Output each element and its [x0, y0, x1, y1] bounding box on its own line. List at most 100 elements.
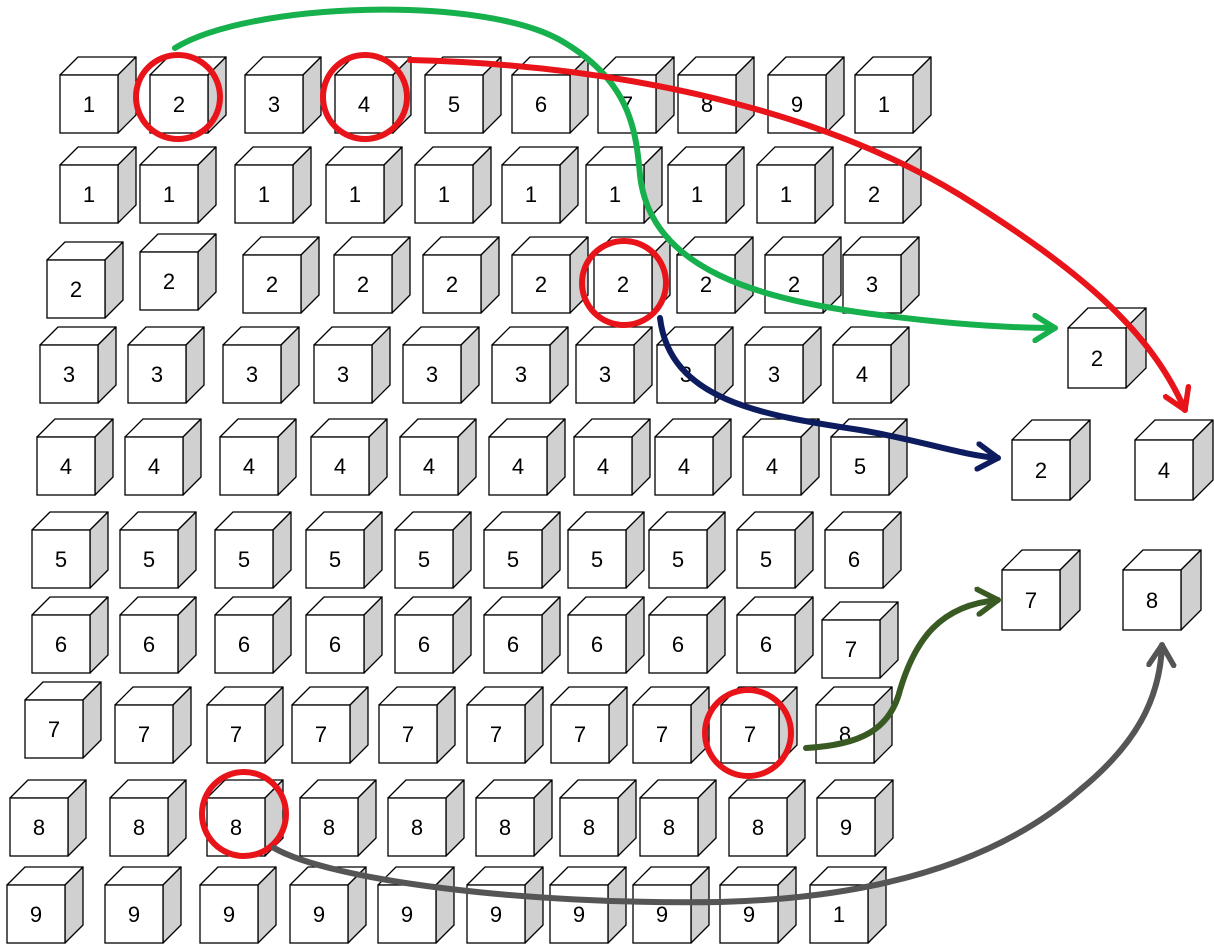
grid-cube-r9-c2: 8 — [109, 779, 187, 857]
cube-front-face — [119, 614, 179, 674]
cube-front-face — [1011, 439, 1071, 501]
cube-label: 1 — [878, 92, 890, 117]
grid-cube-r2-c8: 1 — [667, 146, 745, 224]
arrow-green — [172, 6, 1058, 328]
grid-cube-r4-c4: 3 — [313, 326, 391, 404]
cube-front-face — [59, 74, 119, 134]
cube-label: 1 — [438, 182, 450, 207]
cube-label: 2 — [266, 272, 278, 297]
cube-front-face — [334, 74, 394, 134]
highlight-circle-4 — [320, 52, 410, 142]
grid-cube-r5-c1: 4 — [36, 418, 114, 496]
cube-label: 1 — [83, 92, 95, 117]
cube-front-face — [214, 529, 274, 589]
grid-cube-r10-c6: 9 — [466, 866, 544, 944]
cube-front-face — [632, 704, 692, 764]
cube-label: 3 — [866, 272, 878, 297]
cube-label: 5 — [760, 547, 772, 572]
cube-front-face — [475, 797, 535, 857]
grid-cube-r6-c1: 5 — [31, 511, 109, 589]
grid-cube-r7-c7: 6 — [567, 596, 645, 674]
grid-cube-r4-c8: 3 — [656, 326, 734, 404]
grid-cube-r3-c10: 3 — [842, 236, 920, 314]
grid-cube-r6-c3: 5 — [214, 511, 292, 589]
cube-label: 6 — [672, 632, 684, 657]
cube-front-face — [36, 436, 96, 496]
cube-label: 2 — [446, 272, 458, 297]
cube-label: 1 — [349, 182, 361, 207]
cube-front-face — [736, 529, 796, 589]
cube-front-face — [127, 344, 187, 404]
cube-front-face — [736, 614, 796, 674]
cube-front-face — [124, 436, 184, 496]
highlight-circles — [133, 52, 794, 859]
cube-label: 8 — [133, 815, 145, 840]
cube-label: 6 — [591, 632, 603, 657]
cube-label: 9 — [573, 902, 585, 927]
arrow-red — [407, 57, 1185, 413]
cube-label: 4 — [358, 92, 370, 117]
grid-cube-r6-c2: 5 — [119, 511, 197, 589]
grid-cube-r8-c1: 7 — [24, 681, 102, 759]
cube-front-face — [501, 164, 561, 224]
highlight-circle-2-row3 — [579, 238, 669, 328]
cube-front-face — [291, 704, 351, 764]
cube-label: 6 — [55, 632, 67, 657]
cube-label: 6 — [535, 92, 547, 117]
cube-label: 4 — [60, 454, 72, 479]
grid-cube-r10-c3: 9 — [199, 866, 277, 944]
cube-label: 4 — [1158, 458, 1170, 483]
cube-label: 4 — [766, 454, 778, 479]
grid-cube-r7-c2: 6 — [119, 596, 197, 674]
cube-label: 4 — [597, 454, 609, 479]
cube-front-face — [299, 797, 359, 857]
cube-front-face — [378, 704, 438, 764]
selected-cube-4: 4 — [1134, 419, 1214, 501]
grid-cube-r6-c8: 5 — [648, 511, 726, 589]
cube-label: 2 — [1091, 346, 1103, 371]
cube-label: 3 — [768, 362, 780, 387]
cube-label: 7 — [744, 722, 756, 747]
cube-label: 2 — [163, 269, 175, 294]
cube-label: 9 — [401, 902, 413, 927]
cube-label: 6 — [238, 632, 250, 657]
grid-cube-r9-c5: 8 — [387, 779, 465, 857]
cube-label: 3 — [515, 362, 527, 387]
selected-cube-2-lower: 2 — [1011, 419, 1091, 501]
grid-cube-r3-c8: 2 — [676, 236, 754, 314]
grid-cube-r9-c1: 8 — [9, 779, 87, 857]
cube-front-face — [511, 254, 571, 314]
cube-label: 5 — [329, 547, 341, 572]
cube-label: 3 — [599, 362, 611, 387]
cube-label: 8 — [583, 815, 595, 840]
selected-cube-7: 7 — [1001, 549, 1081, 631]
cube-front-face — [59, 164, 119, 224]
grid-cube-r5-c3: 4 — [219, 418, 297, 496]
cube-label: 5 — [672, 547, 684, 572]
cube-front-face — [119, 529, 179, 589]
grid-cube-r7-c5: 6 — [394, 596, 472, 674]
cube-label: 6 — [329, 632, 341, 657]
cube-front-face — [305, 529, 365, 589]
grid-cube-r3-c1: 2 — [46, 241, 124, 319]
grid-cube-r4-c1: 3 — [39, 326, 117, 404]
grid-cube-r3-c6: 2 — [511, 236, 589, 314]
cube-label: 5 — [238, 547, 250, 572]
cube-front-face — [719, 884, 779, 944]
cube-front-face — [422, 254, 482, 314]
cube-label: 9 — [30, 902, 42, 927]
cube-label: 7 — [845, 637, 857, 662]
cube-label: 1 — [163, 182, 175, 207]
cube-label: 2 — [173, 92, 185, 117]
cube-front-face — [219, 436, 279, 496]
cube-front-face — [585, 164, 645, 224]
arrow-navy — [657, 315, 1001, 458]
grid-cube-r1-c5: 5 — [424, 56, 502, 134]
grid-cube-r7-c4: 6 — [305, 596, 383, 674]
grid-cube-r2-c1: 1 — [59, 146, 137, 224]
cube-front-face — [744, 344, 804, 404]
cube-label: 4 — [678, 454, 690, 479]
cube-label: 8 — [323, 815, 335, 840]
cube-front-face — [667, 164, 727, 224]
